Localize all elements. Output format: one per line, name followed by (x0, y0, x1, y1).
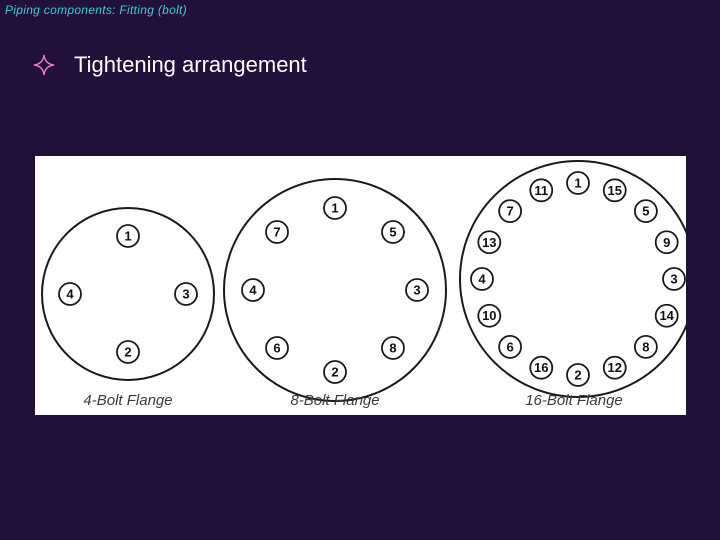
four-point-star-icon (32, 53, 56, 77)
bolt-hole (405, 278, 429, 302)
bolt-number: 3 (413, 283, 420, 298)
flange-label: 8-Bolt Flange (290, 392, 379, 409)
bolt-number: 7 (273, 225, 280, 240)
bolt-number: 3 (182, 287, 189, 302)
bolt-number: 10 (482, 308, 496, 323)
bolt-hole (498, 334, 523, 359)
flange-label: 4-Bolt Flange (83, 392, 172, 409)
bolt-4: 4 (470, 267, 494, 291)
flange-ring (459, 160, 686, 398)
bullet-text: Tightening arrangement (74, 52, 307, 77)
bolt-5: 5 (633, 199, 658, 224)
bolt-2: 2 (566, 363, 590, 387)
bolt-hole (602, 178, 627, 203)
bolt-number: 2 (331, 365, 338, 380)
bolt-8: 8 (381, 336, 405, 360)
bolt-number: 2 (574, 368, 581, 383)
bullet-item: Tightening arrangement (32, 52, 307, 78)
bolt-number: 6 (273, 340, 280, 355)
bolt-hole (381, 220, 405, 244)
bolt-hole (265, 220, 289, 244)
slide-header: Piping components: Fitting (bolt) (5, 3, 187, 17)
bolt-14: 14 (654, 303, 679, 328)
flange-1: 1 3 2 4 4-Bolt Flange (41, 207, 215, 409)
bolt-4: 4 (58, 282, 82, 306)
bolt-number: 8 (642, 339, 649, 354)
bolt-4: 4 (241, 278, 265, 302)
bolt-number: 5 (389, 225, 396, 240)
bolt-1: 1 (323, 196, 347, 220)
bolt-hole (323, 196, 347, 220)
bolt-number: 6 (507, 339, 514, 354)
bolt-hole (116, 340, 140, 364)
bolt-number: 5 (642, 204, 649, 219)
flange-2: 1 5 3 8 2 6 4 7 8-Bolt Flange (223, 178, 447, 409)
bolt-number: 2 (124, 345, 131, 360)
bolt-7: 7 (265, 220, 289, 244)
bolt-12: 12 (602, 355, 627, 380)
bolt-5: 5 (381, 220, 405, 244)
bolt-16: 16 (529, 355, 554, 380)
bolt-number: 1 (574, 176, 581, 191)
bolt-8: 8 (633, 334, 658, 359)
bolt-number: 1 (331, 201, 338, 216)
bolt-hole (654, 230, 679, 255)
bolt-2: 2 (116, 340, 140, 364)
bolt-10: 10 (477, 303, 502, 328)
bolt-hole (662, 267, 686, 291)
bolt-3: 3 (174, 282, 198, 306)
bolt-15: 15 (602, 178, 627, 203)
bolt-number: 3 (670, 272, 677, 287)
bolt-7: 7 (498, 199, 523, 224)
bolt-number: 4 (478, 272, 486, 287)
bolt-number: 12 (608, 360, 622, 375)
flange-label: 16-Bolt Flange (525, 392, 623, 409)
bolt-number: 13 (482, 235, 496, 250)
bolt-hole (470, 267, 494, 291)
bolt-2: 2 (323, 360, 347, 384)
bolt-number: 14 (659, 308, 674, 323)
bolt-hole (654, 303, 679, 328)
bolt-number: 1 (124, 229, 131, 244)
bolt-number: 4 (66, 287, 74, 302)
bolt-hole (323, 360, 347, 384)
flange-ring (41, 207, 215, 381)
bolt-hole (498, 199, 523, 224)
bolt-6: 6 (498, 334, 523, 359)
bolt-hole (174, 282, 198, 306)
bolt-hole (529, 355, 554, 380)
bolt-hole (265, 336, 289, 360)
bolt-number: 9 (663, 235, 670, 250)
bolt-number: 15 (608, 183, 622, 198)
bolt-hole (58, 282, 82, 306)
bolt-11: 11 (529, 178, 554, 203)
bolt-3: 3 (662, 267, 686, 291)
bolt-number: 16 (534, 360, 548, 375)
bolt-13: 13 (477, 230, 502, 255)
bolt-hole (477, 303, 502, 328)
bolt-number: 8 (389, 340, 396, 355)
flange-ring (223, 178, 447, 402)
bolt-hole (477, 230, 502, 255)
bolt-hole (633, 199, 658, 224)
bolt-number: 11 (534, 183, 548, 198)
bolt-hole (566, 363, 590, 387)
bolt-hole (566, 171, 590, 195)
bolt-1: 1 (116, 224, 140, 248)
bolt-hole (633, 334, 658, 359)
bolt-number: 7 (507, 204, 514, 219)
bolt-hole (381, 336, 405, 360)
flange-3: 1 15 5 9 3 14 8 12 2 16 6 10 4 13 7 11 16-Bolt Flange (459, 160, 686, 409)
bolt-hole (241, 278, 265, 302)
bolt-hole (602, 355, 627, 380)
bolt-hole (116, 224, 140, 248)
bolt-9: 9 (654, 230, 679, 255)
bolt-1: 1 (566, 171, 590, 195)
bolt-3: 3 (405, 278, 429, 302)
bolt-hole (529, 178, 554, 203)
bolt-number: 4 (249, 283, 257, 298)
bolt-6: 6 (265, 336, 289, 360)
